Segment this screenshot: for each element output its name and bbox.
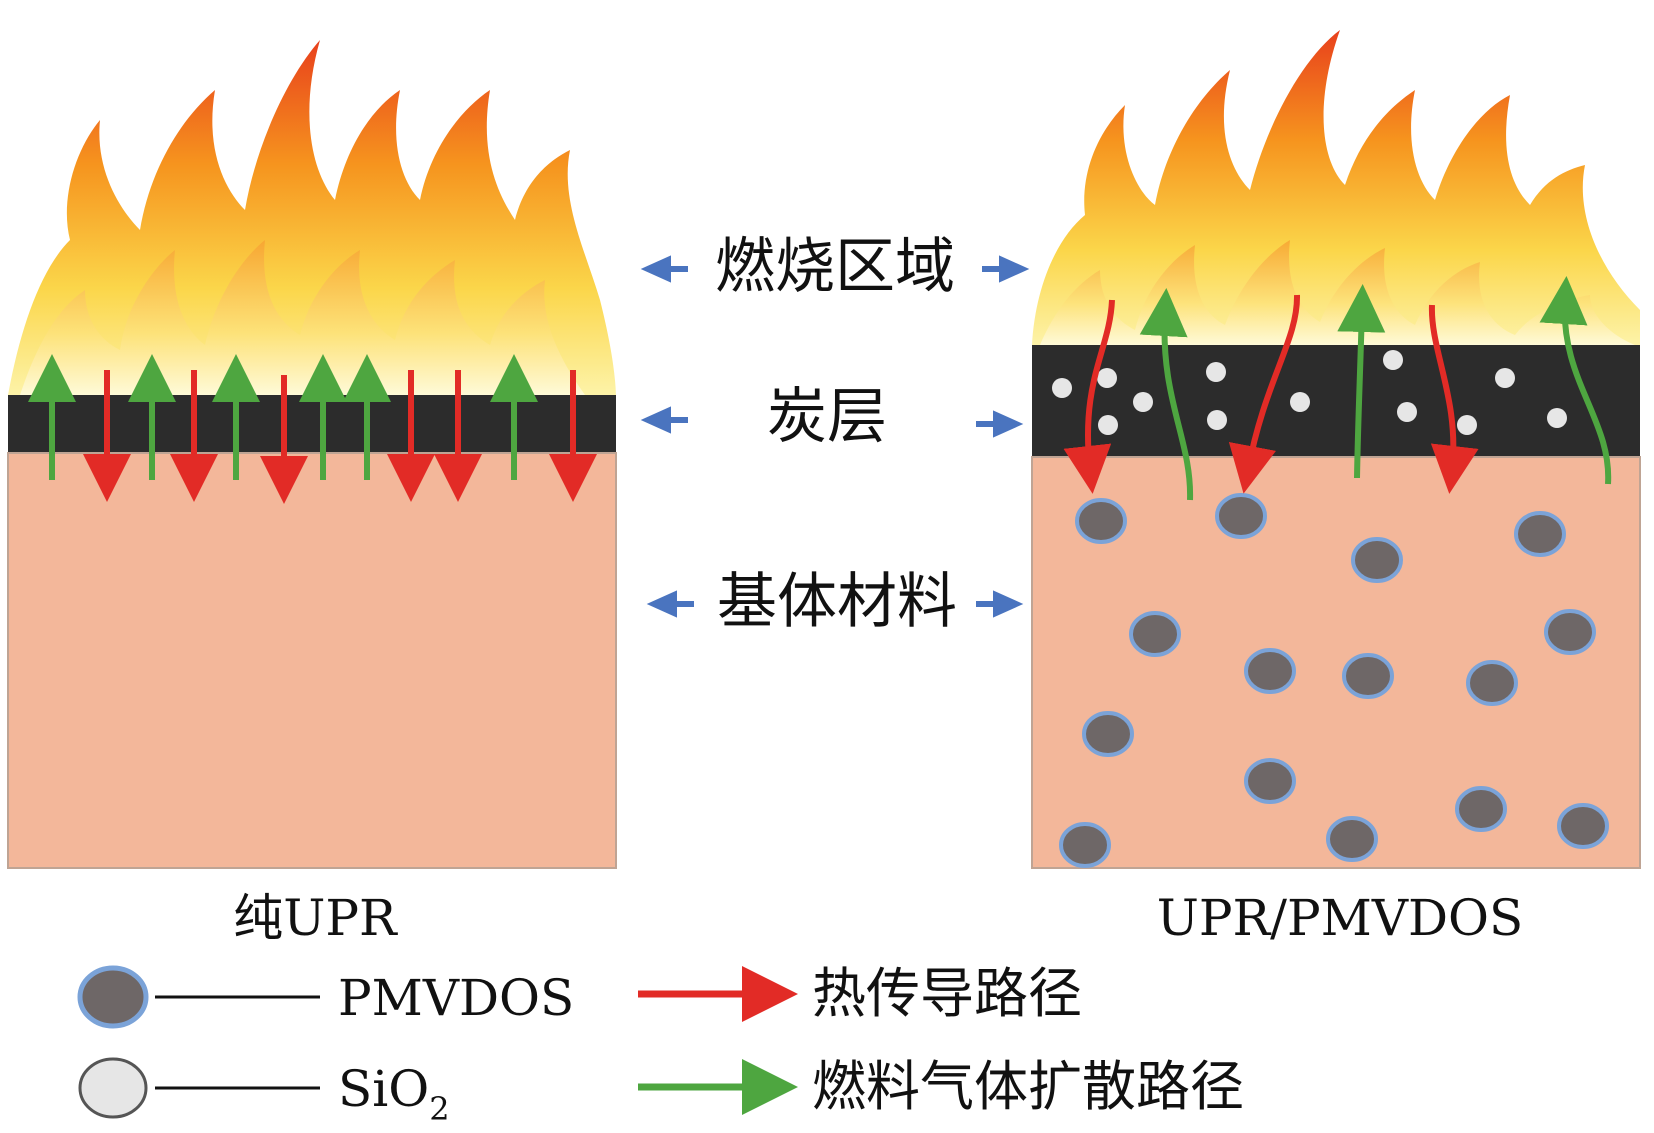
legend-sio2: SiO2 <box>78 1057 450 1128</box>
char-layer-left-pointer <box>640 406 688 434</box>
right-gas-arrows <box>1139 276 1612 501</box>
matrix-label-group: 基体材料 <box>646 567 1024 637</box>
sio2-particles <box>1052 350 1567 435</box>
char-layer-label-group: 炭层 <box>640 382 1024 452</box>
sio2-subscript: 2 <box>429 1090 449 1128</box>
left-matrix <box>7 452 617 869</box>
center-labels: 燃烧区域 炭层 基体材料 <box>640 232 1030 637</box>
matrix-left-pointer <box>646 590 694 618</box>
sio2-legend-label: SiO2 <box>338 1060 450 1128</box>
char-layer-label: 炭层 <box>767 382 887 452</box>
pmvdos-symbol <box>77 965 149 1029</box>
legend: PMVDOS SiO2 热传导路径 燃料气体扩散路径 <box>77 962 1244 1128</box>
left-gas-arrows <box>28 354 538 480</box>
heat-path-label: 热传导路径 <box>812 962 1082 1025</box>
matrix-label: 基体材料 <box>717 567 957 637</box>
left-heat-arrows <box>83 370 597 504</box>
burn-zone-right-pointer <box>982 255 1030 283</box>
sio2-symbol <box>78 1057 148 1119</box>
legend-gas-path: 燃料气体扩散路径 <box>638 1055 1244 1118</box>
char-layer-right-pointer <box>976 410 1024 438</box>
legend-pmvdos: PMVDOS <box>77 965 574 1029</box>
pmvdos-particles <box>1059 493 1609 868</box>
right-panel-upr-pmvdos: UPR/PMVDOS <box>1031 30 1641 947</box>
burn-zone-label: 燃烧区域 <box>715 232 955 302</box>
right-char-layer <box>1032 345 1640 457</box>
sio2-base: SiO <box>338 1060 429 1118</box>
right-heat-arrows <box>1063 294 1479 494</box>
pmvdos-legend-label: PMVDOS <box>338 969 574 1027</box>
left-char-layer <box>8 395 616 453</box>
right-caption: UPR/PMVDOS <box>1157 889 1524 947</box>
matrix-right-pointer <box>976 590 1024 618</box>
legend-heat-path: 热传导路径 <box>638 962 1082 1025</box>
left-caption: 纯UPR <box>233 889 398 947</box>
burn-zone-label-group: 燃烧区域 <box>640 232 1030 302</box>
burn-zone-left-pointer <box>640 255 688 283</box>
gas-path-label: 燃料气体扩散路径 <box>812 1055 1244 1118</box>
left-panel-pure-upr: 纯UPR <box>7 40 617 947</box>
